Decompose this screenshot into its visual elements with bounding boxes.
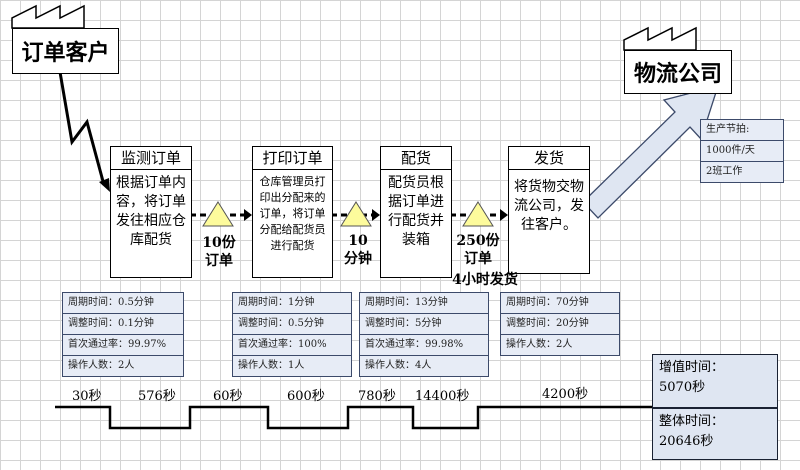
timeline-label: 576秒 bbox=[138, 389, 176, 404]
inventory-label: 10份 订单 bbox=[196, 234, 242, 270]
timeline-label: 14400秒 bbox=[415, 389, 470, 404]
data-box-picking: 周期时间：13分钟 调整时间：5分钟 首次通过率：99.98% 操作人数：4人 bbox=[359, 292, 489, 377]
process-shipping: 发货 将货物交物流公司，发往客户。 bbox=[508, 146, 590, 274]
process-print-order: 打印订单 仓库管理员打印出分配来的订单，将订单分配给配货员进行配货 bbox=[252, 146, 333, 278]
customer-factory: 订单客户 bbox=[12, 28, 119, 74]
data-row: 操作人数：4人 bbox=[360, 356, 488, 376]
total-time-label: 整体时间： bbox=[659, 414, 725, 429]
data-row: 调整时间：0.5分钟 bbox=[233, 314, 351, 335]
data-row: 首次通过率：100% bbox=[233, 335, 351, 356]
timeline-ladder bbox=[55, 405, 652, 430]
process-title: 配货 bbox=[381, 147, 451, 170]
ship-note: 4小时发货 bbox=[452, 272, 518, 288]
data-row: 周期时间：1分钟 bbox=[233, 293, 351, 314]
electronic-info-arrow bbox=[58, 71, 106, 186]
customer-factory-roof bbox=[11, 4, 85, 29]
process-description: 配货员根据订单进行配货并装箱 bbox=[388, 175, 444, 248]
total-time-value: 20646秒 bbox=[659, 434, 714, 449]
timeline-label: 4200秒 bbox=[542, 387, 589, 402]
process-description: 仓库管理员打印出分配来的订单，将订单分配给配货员进行配货 bbox=[259, 175, 326, 252]
electronic-info-arrowhead bbox=[99, 178, 110, 192]
shipment-arrow bbox=[582, 85, 719, 219]
inventory-triangle-icon bbox=[340, 201, 372, 227]
takt-row: 1000件/天 bbox=[701, 141, 783, 162]
value-added-time-box: 增值时间： 5070秒 bbox=[652, 354, 778, 408]
data-row: 调整时间：20分钟 bbox=[501, 314, 619, 335]
customer-label: 订单客户 bbox=[21, 40, 110, 66]
logistics-factory: 物流公司 bbox=[624, 50, 732, 94]
inventory-qty: 10份 bbox=[202, 235, 236, 251]
process-title: 打印订单 bbox=[253, 147, 332, 170]
inventory-unit: 分钟 bbox=[344, 251, 372, 267]
logistics-label: 物流公司 bbox=[633, 61, 722, 87]
data-box-print-order: 周期时间：1分钟 调整时间：0.5分钟 首次通过率：100% 操作人数：1人 bbox=[232, 292, 352, 377]
inventory-triangle-icon bbox=[462, 201, 494, 227]
data-row: 首次通过率：99.97% bbox=[63, 335, 183, 356]
timeline-label: 780秒 bbox=[358, 389, 396, 404]
process-title: 监测订单 bbox=[111, 147, 191, 170]
inventory-unit: 订单 bbox=[464, 251, 492, 267]
process-monitor-order: 监测订单 根据订单内容，将订单发往相应仓库配货 bbox=[110, 146, 192, 278]
total-time-box: 整体时间： 20646秒 bbox=[652, 408, 778, 460]
data-row: 周期时间：13分钟 bbox=[360, 293, 488, 314]
data-row: 首次通过率：99.98% bbox=[360, 335, 488, 356]
value-added-label: 增值时间： bbox=[659, 360, 725, 375]
data-row: 操作人数：2人 bbox=[501, 335, 619, 355]
data-row: 操作人数：1人 bbox=[233, 356, 351, 376]
process-picking: 配货 配货员根据订单进行配货并装箱 bbox=[380, 146, 452, 278]
takt-row: 生产节拍: bbox=[701, 120, 783, 141]
data-row: 调整时间：0.1分钟 bbox=[63, 314, 183, 335]
inventory-unit: 订单 bbox=[205, 253, 233, 269]
takt-box: 生产节拍: 1000件/天 2班工作 bbox=[700, 119, 784, 183]
data-row: 周期时间：70分钟 bbox=[501, 293, 619, 314]
data-box-shipping: 周期时间：70分钟 调整时间：20分钟 操作人数：2人 bbox=[500, 292, 620, 356]
data-row: 周期时间：0.5分钟 bbox=[63, 293, 183, 314]
process-description: 根据订单内容，将订单发往相应仓库配货 bbox=[116, 175, 186, 248]
logistics-factory-roof bbox=[623, 26, 697, 51]
value-added-value: 5070秒 bbox=[659, 380, 706, 395]
inventory-qty: 250份 bbox=[456, 233, 500, 249]
data-row: 调整时间：5分钟 bbox=[360, 314, 488, 335]
data-box-monitor-order: 周期时间：0.5分钟 调整时间：0.1分钟 首次通过率：99.97% 操作人数：… bbox=[62, 292, 184, 377]
inventory-label: 250份 订单 bbox=[455, 232, 501, 268]
process-title: 发货 bbox=[509, 147, 589, 170]
timeline-label: 600秒 bbox=[287, 389, 325, 404]
process-description: 将货物交物流公司，发往客户。 bbox=[514, 179, 584, 233]
data-row: 操作人数：2人 bbox=[63, 356, 183, 376]
inventory-qty: 10 bbox=[348, 233, 368, 249]
inventory-label: 10 分钟 bbox=[336, 232, 380, 268]
inventory-triangle-icon bbox=[202, 201, 234, 227]
timeline-label: 60秒 bbox=[213, 389, 243, 404]
takt-row: 2班工作 bbox=[701, 162, 783, 182]
timeline-label: 30秒 bbox=[72, 389, 102, 404]
